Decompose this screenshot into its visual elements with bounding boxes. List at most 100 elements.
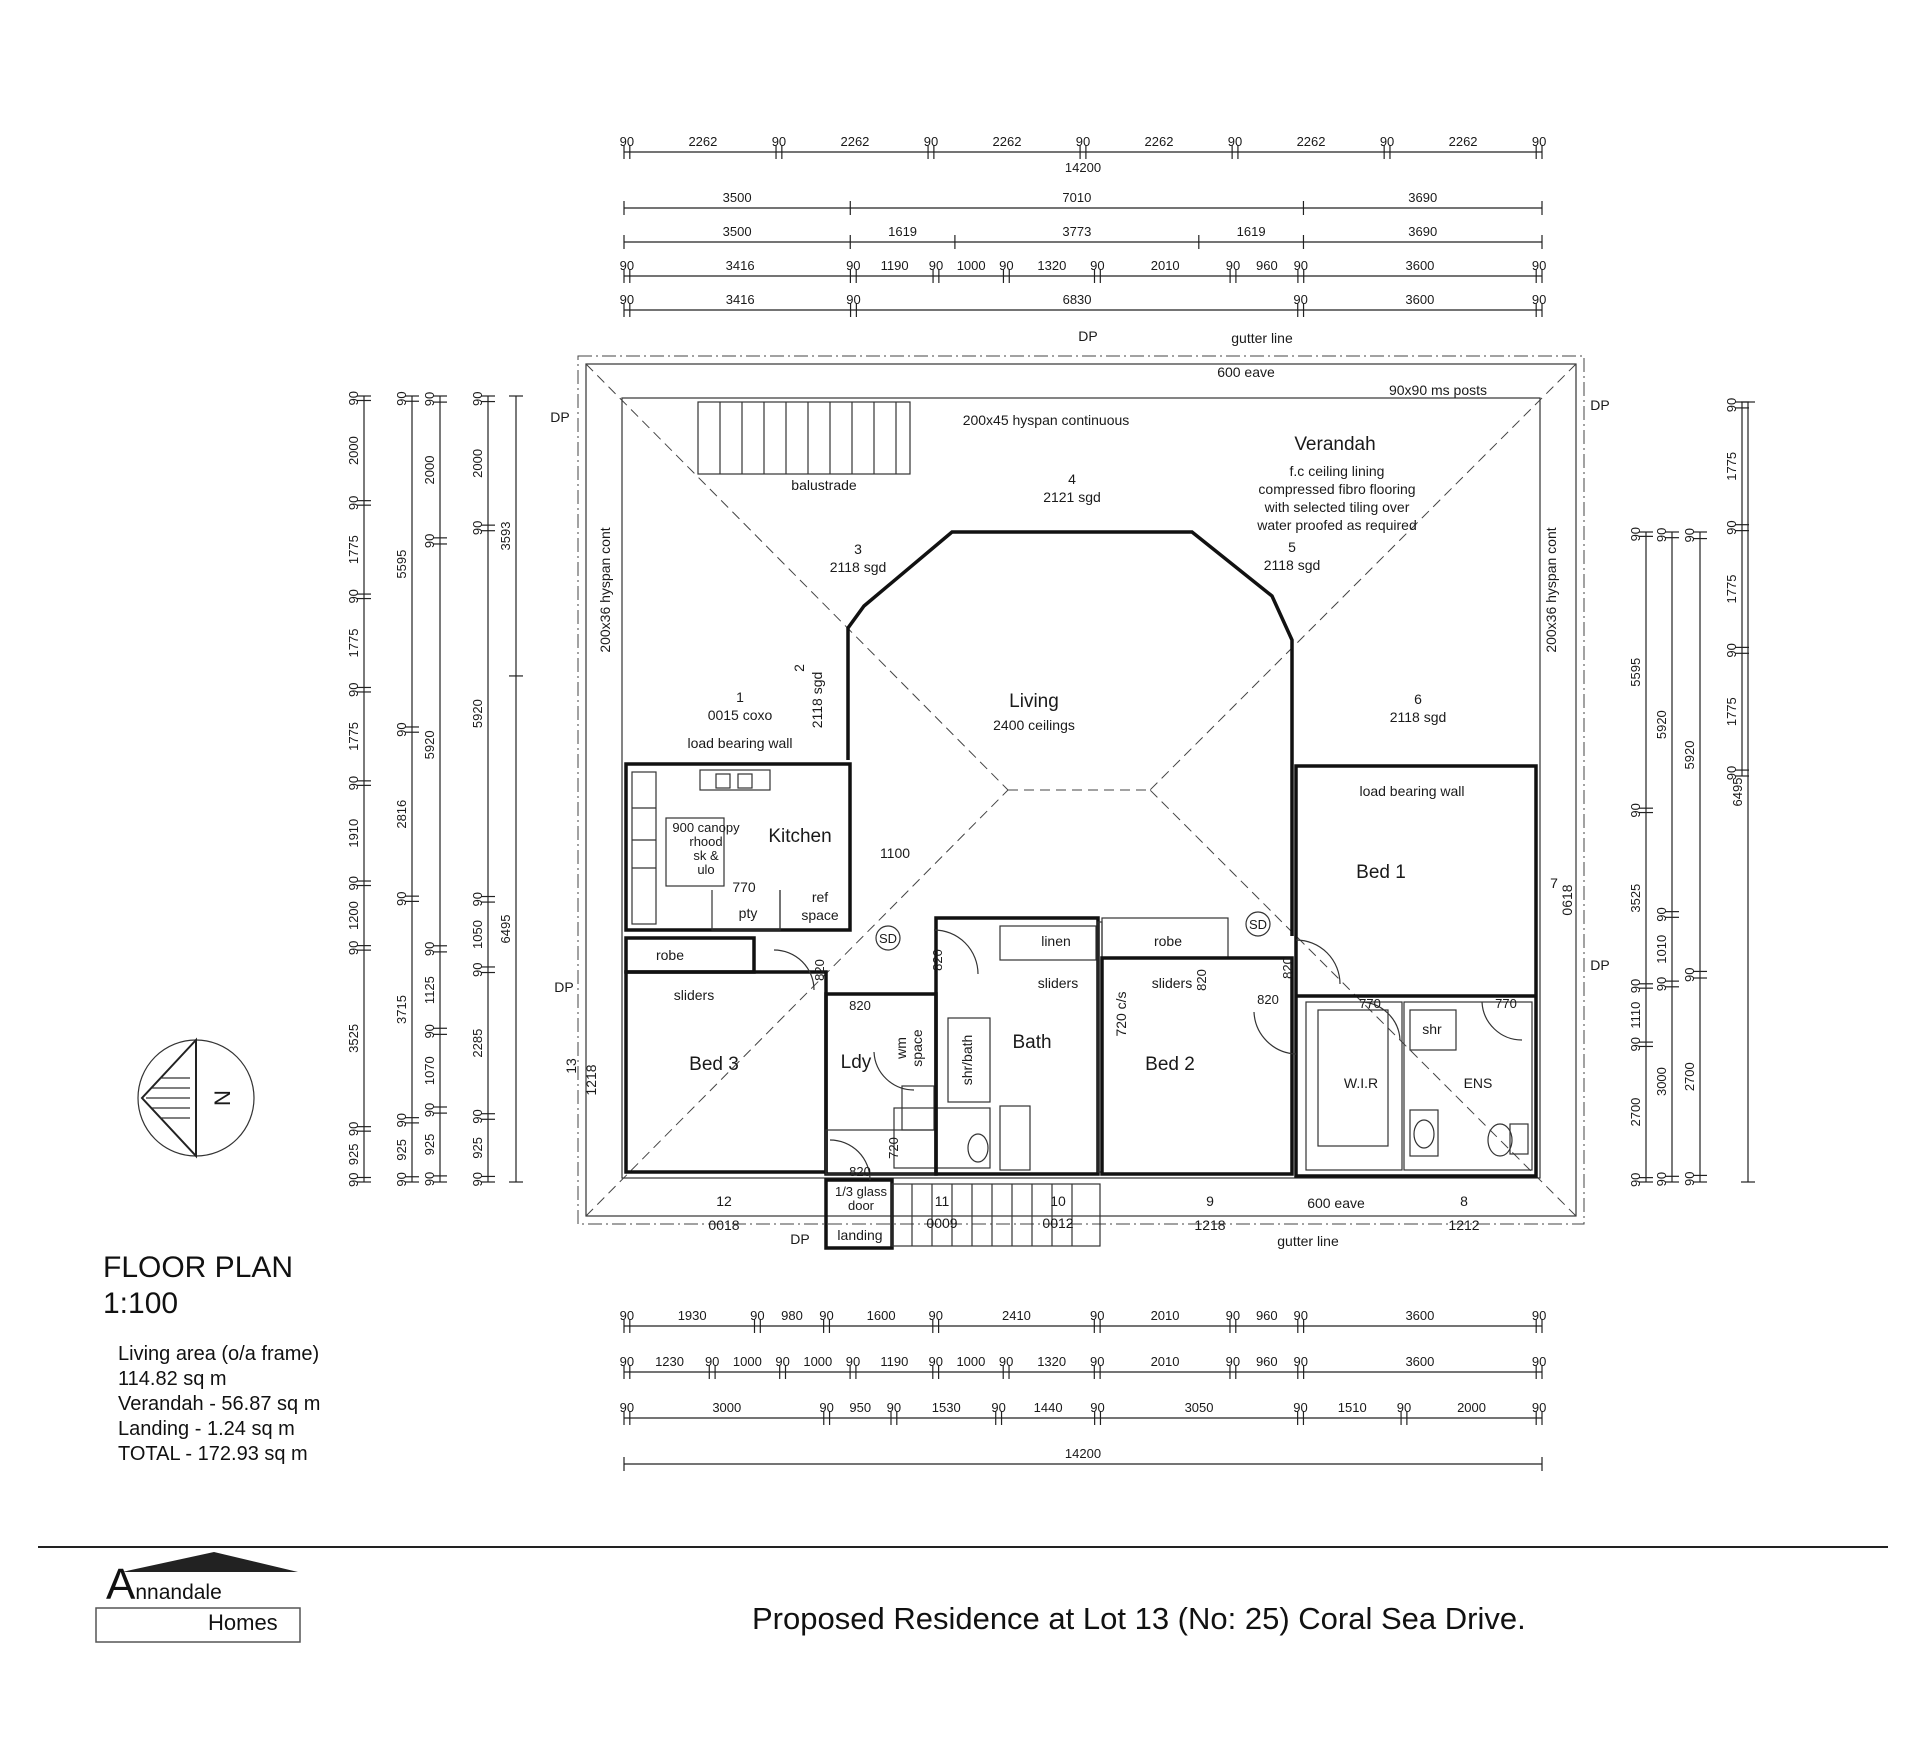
left-dim-0-label: 90 [346,496,361,510]
right-dim-0-label: 90 [1724,643,1739,657]
top-dim-0-label: 90 [1380,134,1394,149]
fridge-space-2: space [801,907,839,923]
top-dim-0-label: 2262 [1145,134,1174,149]
left-dim-3-label: 90 [470,521,485,535]
right-dim-0-label: 1775 [1724,452,1739,481]
bottom-dim-2-label: 90 [620,1400,634,1415]
left-dim-2-label: 90 [422,534,437,548]
top-dim-2-label: 1619 [1237,224,1266,239]
left-dim-2-label: 1070 [422,1056,437,1085]
window-labels: 1 0015 coxo 2 2118 sgd 3 2118 sgd 4 2121… [563,471,1558,1233]
sliders-bed3: sliders [674,987,714,1003]
top-dim-2-label: 3690 [1408,224,1437,239]
left-dim-3-label: 2285 [470,1029,485,1058]
right-dim-1-label: 90 [1628,979,1643,993]
shower-bath-label: shr/bath [959,1035,975,1086]
right-dim-3-label: 2700 [1682,1062,1697,1091]
top-dim-3-label: 1190 [881,258,909,273]
door-dim: 770 [1495,996,1517,1011]
door-dim: 820 [1194,969,1209,991]
top-dim-2-label: 3500 [723,224,752,239]
bottom-dim-0-label: 90 [1532,1308,1546,1323]
bottom-dim-1-label: 90 [705,1354,719,1369]
top-dim-0-label: 2262 [1449,134,1478,149]
bottom-dim-0-label: 960 [1256,1308,1278,1323]
pantry-width: 770 [732,879,756,895]
canopy-note-4: ulo [697,862,714,877]
window-spec: 1212 [1448,1217,1479,1233]
left-dim-0-label: 925 [346,1143,361,1165]
room-kitchen: Kitchen [768,826,831,847]
glass-door-1: 1/3 glass [835,1184,888,1199]
window-spec: 2118 sgd [1390,709,1447,725]
left-dim-1-label: 3715 [394,995,409,1024]
door-dim: 820 [812,959,827,981]
window-num: 13 [563,1058,579,1074]
bottom-dim-1-label: 1000 [803,1354,832,1369]
left-dim-0-label: 3525 [346,1024,361,1053]
top-dim-0-label: 2262 [840,134,869,149]
window-num: 8 [1460,1193,1468,1209]
top-dim-0-label: 2262 [993,134,1022,149]
landing-stairs [824,1178,1101,1250]
bottom-dim-2-label: 90 [819,1400,833,1415]
glass-door-2: door [848,1198,875,1213]
right-dim-1-label: 90 [1628,1037,1643,1051]
door-dim: 820 [1280,957,1295,979]
dp-marker: DP [1078,328,1097,344]
room-bed1: Bed 1 [1356,862,1406,883]
canopy-note-2: rhood [689,834,722,849]
window-num: 6 [1414,691,1422,707]
top-dim-3-label: 90 [1090,258,1104,273]
right-dim-1-label: 90 [1628,1173,1643,1187]
room-ensuite: ENS [1464,1075,1493,1091]
plan-title-text: FLOOR PLAN [103,1251,294,1284]
window-num: 12 [716,1193,732,1209]
right-dim-4-label: 6495 [1730,778,1745,807]
left-dim-0-label: 2000 [346,436,361,465]
left-dim-3-label: 90 [470,892,485,906]
bottom-dim-2-label: 1440 [1034,1400,1063,1415]
dp-marker: DP [790,1231,809,1247]
window-spec: 0015 coxo [708,707,773,723]
bottom-dim-0-label: 90 [1226,1308,1240,1323]
left-dim-2-label: 90 [422,942,437,956]
brand-logo-text: Annandale [106,1560,222,1610]
window-spec: 1218 [1194,1217,1225,1233]
area-line: Landing - 1.24 sq m [118,1418,295,1440]
top-dim-0-label: 90 [1532,134,1546,149]
area-line: TOTAL - 172.93 sq m [118,1443,308,1465]
top-dim-0-label: 2262 [688,134,717,149]
window-num: 3 [854,541,862,557]
bottom-dim-2-label: 90 [991,1400,1005,1415]
window-num: 11 [935,1193,950,1209]
bottom-dim-0-label: 90 [1090,1308,1104,1323]
top-dim-1-label: 3690 [1408,190,1437,205]
left-dim-0-label: 1775 [346,629,361,658]
top-dim-0-label: 90 [620,134,634,149]
bottom-dim-1-label: 1000 [733,1354,762,1369]
door-dim: 770 [1359,996,1381,1011]
bottom-dim-2-label: 3000 [712,1400,741,1415]
window-num: 1 [736,689,744,705]
smoke-detectors: SD SD [875,911,1271,951]
bottom-dim-1-label: 960 [1256,1354,1278,1369]
left-dim-2-label: 1125 [422,976,437,1004]
roof-hips [585,363,1577,1217]
window-spec: 2121 sgd [1043,489,1101,505]
left-dim-0-label: 1775 [346,535,361,564]
top-dim-3-label: 90 [1294,258,1308,273]
left-dim-1-label: 90 [394,1172,409,1186]
room-laundry: Ldy [841,1052,872,1073]
dim-1218-left: 1218 [583,1064,599,1095]
downpipes: DP DP DP DP DP DP [550,328,1609,1247]
dp-marker: DP [1590,957,1609,973]
bottom-dim-1-label: 1000 [956,1354,985,1369]
brand-initial: A [106,1560,136,1609]
left-wing-walls [624,762,1294,1176]
left-dim-2-label: 5920 [422,730,437,759]
bottom-dim-0-label: 90 [750,1308,764,1323]
left-dim-1-label: 90 [394,722,409,736]
top-dim-3-label: 3416 [726,258,755,273]
